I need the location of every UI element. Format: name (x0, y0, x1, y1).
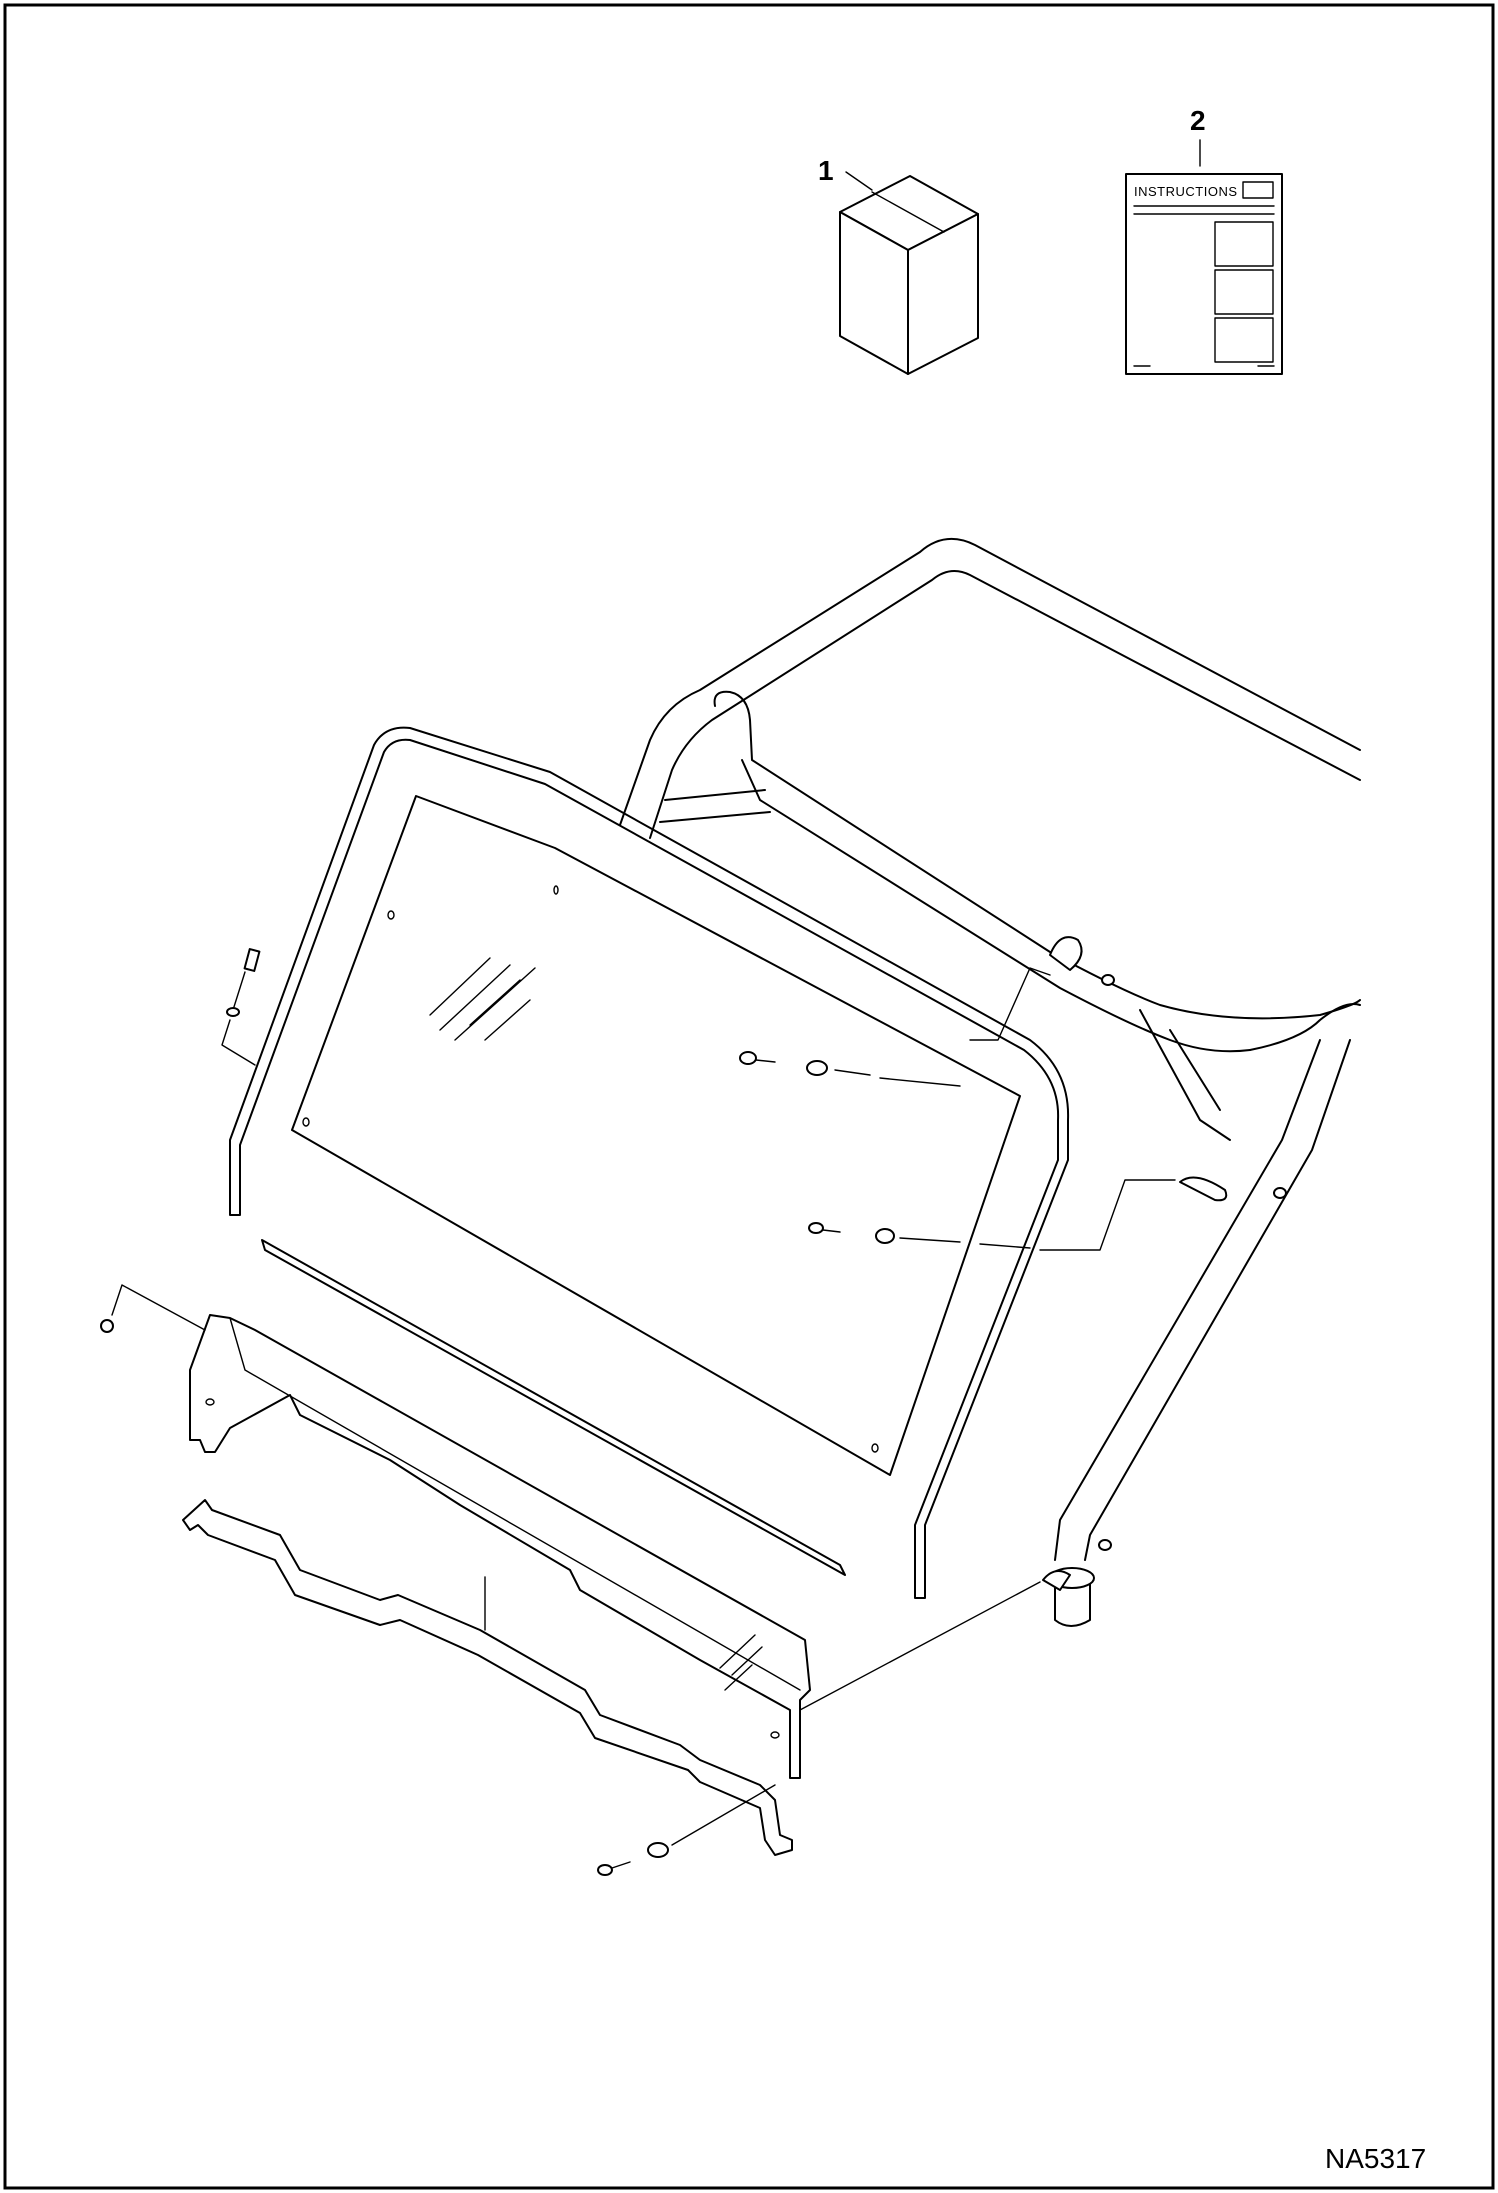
item-2-instruction-sheet: INSTRUCTIONS (1125, 173, 1283, 375)
callout-1-leader (845, 171, 873, 191)
callout-1-label: 1 (818, 155, 834, 186)
windshield-seal (229, 726, 1070, 1599)
item-1-box (839, 175, 979, 375)
lower-panel (189, 1314, 811, 1779)
lower-bracket (182, 1499, 793, 1856)
hardware (100, 936, 1287, 1876)
windshield-glass (291, 795, 1021, 1476)
callout-2-label: 2 (1190, 105, 1206, 136)
lower-seal-strip (261, 1239, 846, 1576)
drawing-number: NA5317 (1325, 2143, 1426, 2174)
drawing-border (3, 3, 1495, 2190)
instruction-sheet-title: INSTRUCTIONS (1134, 184, 1238, 199)
glass-reflection-marks (429, 957, 536, 1041)
roll-cage (619, 537, 1361, 1627)
panel-reflection-marks (719, 1634, 763, 1691)
